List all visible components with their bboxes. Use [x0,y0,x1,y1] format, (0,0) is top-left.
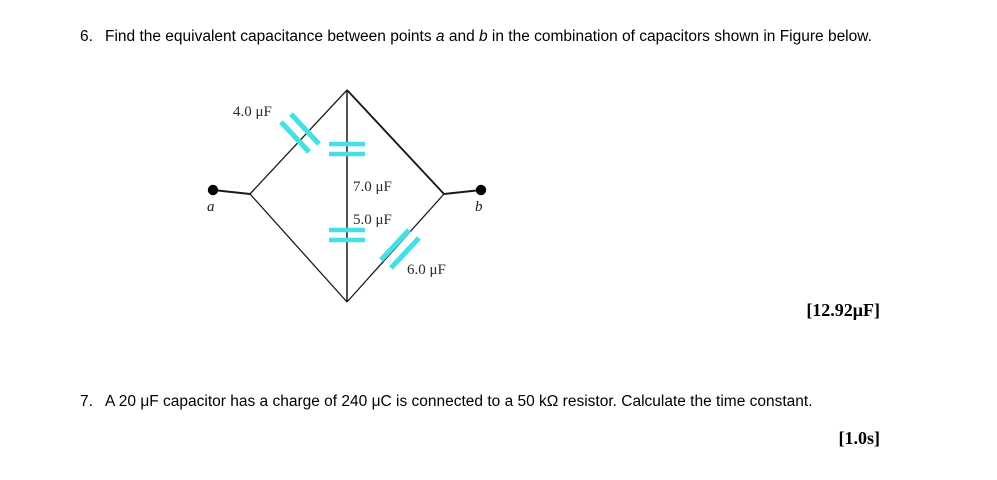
q6-part-2: and [444,28,479,45]
question-7-text: A 20 μF capacitor has a charge of 240 μC… [105,393,813,410]
answer-question-7: [1.0s] [838,428,881,448]
terminal-label-a: a [207,199,215,215]
terminal-label-b: b [475,199,483,215]
question-6-text: Find the equivalent capacitance between … [105,25,872,48]
q6-part-4: in the combination of capacitors shown i… [487,28,872,45]
capacitor-6uF-label: 6.0 μF [407,262,446,278]
question-6-number: 6. [80,28,93,45]
q6-part-0: Find the equivalent capacitance between … [105,28,436,45]
q6-point-a: a [435,28,445,45]
capacitor-7uF-symbol [329,141,365,157]
capacitor-4uF-symbol [279,112,321,154]
capacitor-4uF-label: 4.0 μF [233,104,272,120]
wire-lower-left [249,193,348,303]
capacitor-5uF-symbol [329,227,365,243]
capacitor-5uF-label: 5.0 μF [353,212,392,228]
terminal-dot-b [475,184,487,196]
circuit-wires [212,89,482,303]
circuit-diagram: a b 4.0 μF 7.0 μF 5.0 μF [185,78,515,313]
question-6: 6. Find the equivalent capacitance betwe… [80,25,880,48]
capacitor-7uF-label: 7.0 μF [353,179,392,195]
capacitor-6uF-symbol [379,228,421,270]
q6-point-b: b [479,28,488,45]
question-7: 7. A 20 μF capacitor has a charge of 240… [80,390,900,413]
wire-terminal-b [443,189,482,195]
wire-upper-right [346,89,445,195]
terminal-dot-a [207,184,219,196]
wire-terminal-a [212,189,251,195]
answer-question-6: [12.92μF] [806,300,880,320]
question-7-number: 7. [80,393,93,410]
